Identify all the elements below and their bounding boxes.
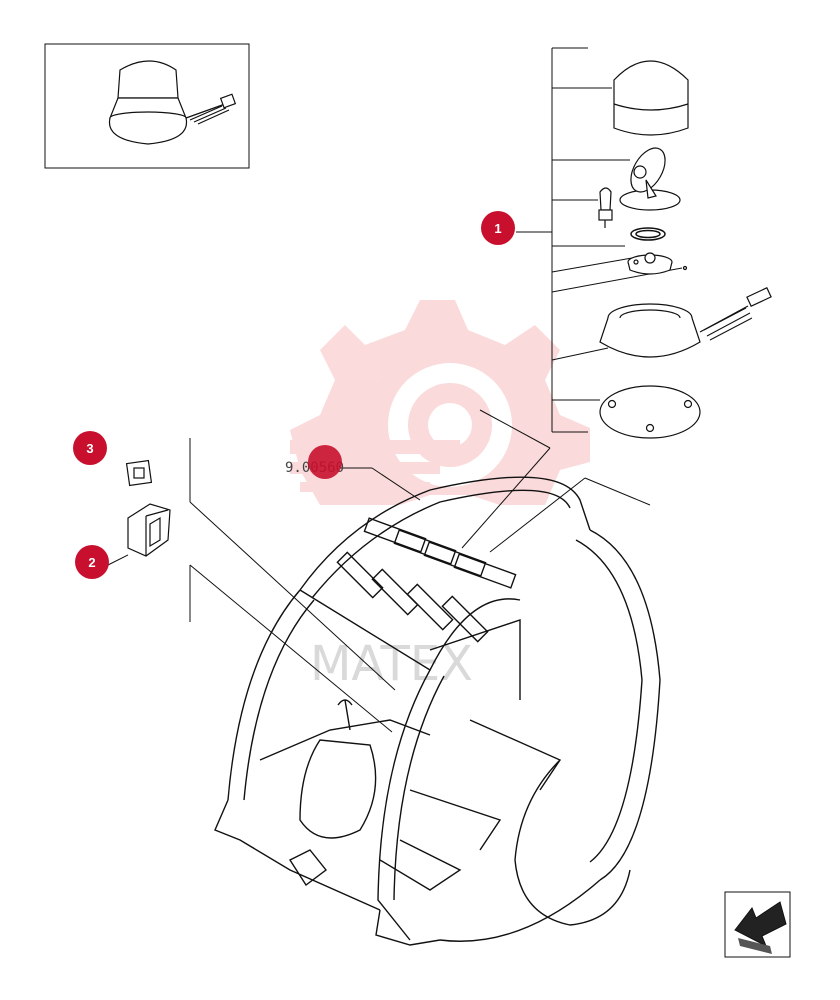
callout-1-label: 1 <box>494 221 501 236</box>
beacon-mounting-plate <box>599 385 701 439</box>
beacon-assembled-drawing <box>108 60 237 145</box>
cab-frame-drawing <box>214 476 661 946</box>
inset-beacon-box <box>44 43 250 169</box>
reference-marker <box>308 445 342 479</box>
beacon-housing-base <box>599 287 772 358</box>
beacon-bulb <box>598 187 613 228</box>
callout-3-label: 3 <box>86 441 93 456</box>
roof-vent-slots <box>336 517 517 643</box>
leader-lines <box>107 409 651 733</box>
switch-cover-part-3 <box>125 459 153 487</box>
watermark-gear-logo <box>290 300 590 505</box>
callout-2[interactable]: 2 <box>75 545 109 579</box>
beacon-motor-base <box>627 252 688 275</box>
beacon-reflector <box>619 147 681 211</box>
callout-3[interactable]: 3 <box>73 431 107 465</box>
callout-2-label: 2 <box>88 555 95 570</box>
exploded-parts-bracket <box>516 47 683 433</box>
beacon-o-ring <box>630 227 666 241</box>
callout-1[interactable]: 1 <box>481 211 515 245</box>
return-arrow-icon[interactable] <box>724 891 791 958</box>
rocker-switch-part-2 <box>127 503 171 557</box>
beacon-dome-lens <box>613 60 689 136</box>
